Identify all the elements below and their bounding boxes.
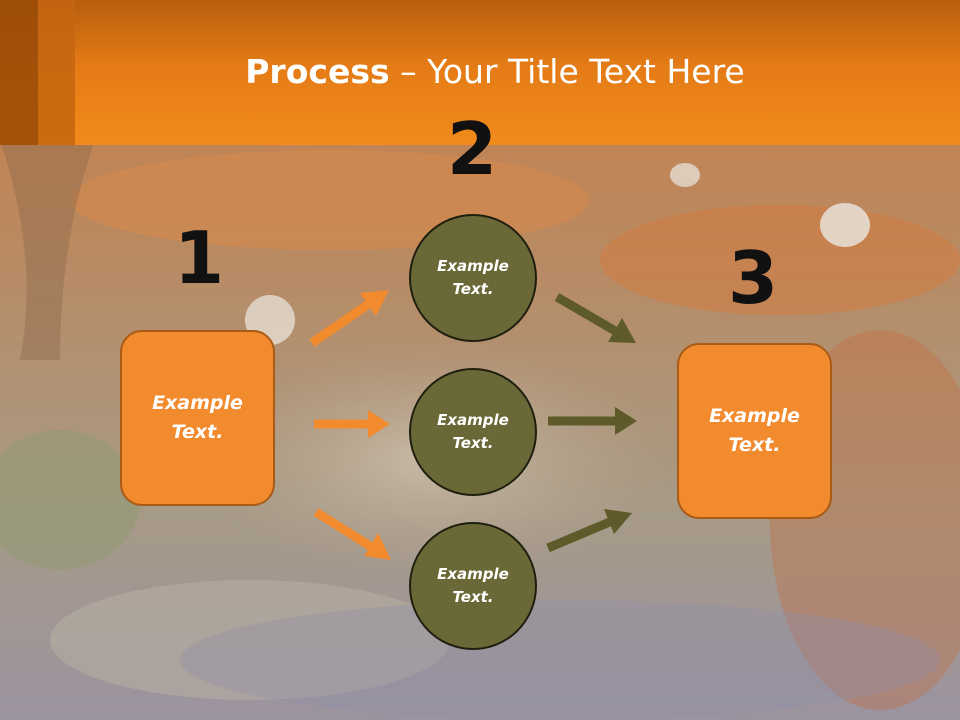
step-1-box[interactable]: Example Text. — [120, 330, 275, 506]
circle-top-line2: Text. — [452, 280, 494, 298]
circle-middle-line1: Example — [437, 411, 509, 429]
olive-arrow-down — [554, 293, 636, 343]
slide-title[interactable]: Process – Your Title Text Here — [0, 52, 960, 91]
orange-arrow-down — [313, 508, 391, 560]
header-accent-stripe — [0, 0, 38, 145]
step-3-box-line2: Text. — [728, 434, 781, 456]
step-2-circle-top[interactable]: Example Text. — [409, 214, 537, 342]
step-3-box[interactable]: Example Text. — [677, 343, 832, 519]
orange-arrow-middle — [314, 410, 390, 438]
circle-middle-line2: Text. — [452, 434, 494, 452]
circle-bottom-line1: Example — [437, 565, 509, 583]
header-accent-stripe — [38, 0, 75, 145]
olive-arrow-up — [546, 509, 632, 553]
step-number-1: 1 — [173, 216, 225, 300]
step-3-box-line1: Example — [709, 405, 800, 427]
step-number-3: 3 — [727, 236, 779, 320]
step-number-2: 2 — [446, 107, 498, 191]
slide-title-rest: – Your Title Text Here — [389, 52, 745, 91]
step-2-circle-bottom[interactable]: Example Text. — [409, 522, 537, 650]
title-bar: Process – Your Title Text Here — [0, 0, 960, 145]
olive-arrow-middle — [548, 407, 637, 435]
orange-arrow-up — [309, 290, 389, 347]
circle-bottom-line2: Text. — [452, 588, 494, 606]
step-1-box-line2: Text. — [171, 421, 224, 443]
circle-top-line1: Example — [437, 257, 509, 275]
step-1-box-line1: Example — [152, 392, 243, 414]
slide-title-strong: Process — [245, 52, 390, 91]
step-2-circle-middle[interactable]: Example Text. — [409, 368, 537, 496]
